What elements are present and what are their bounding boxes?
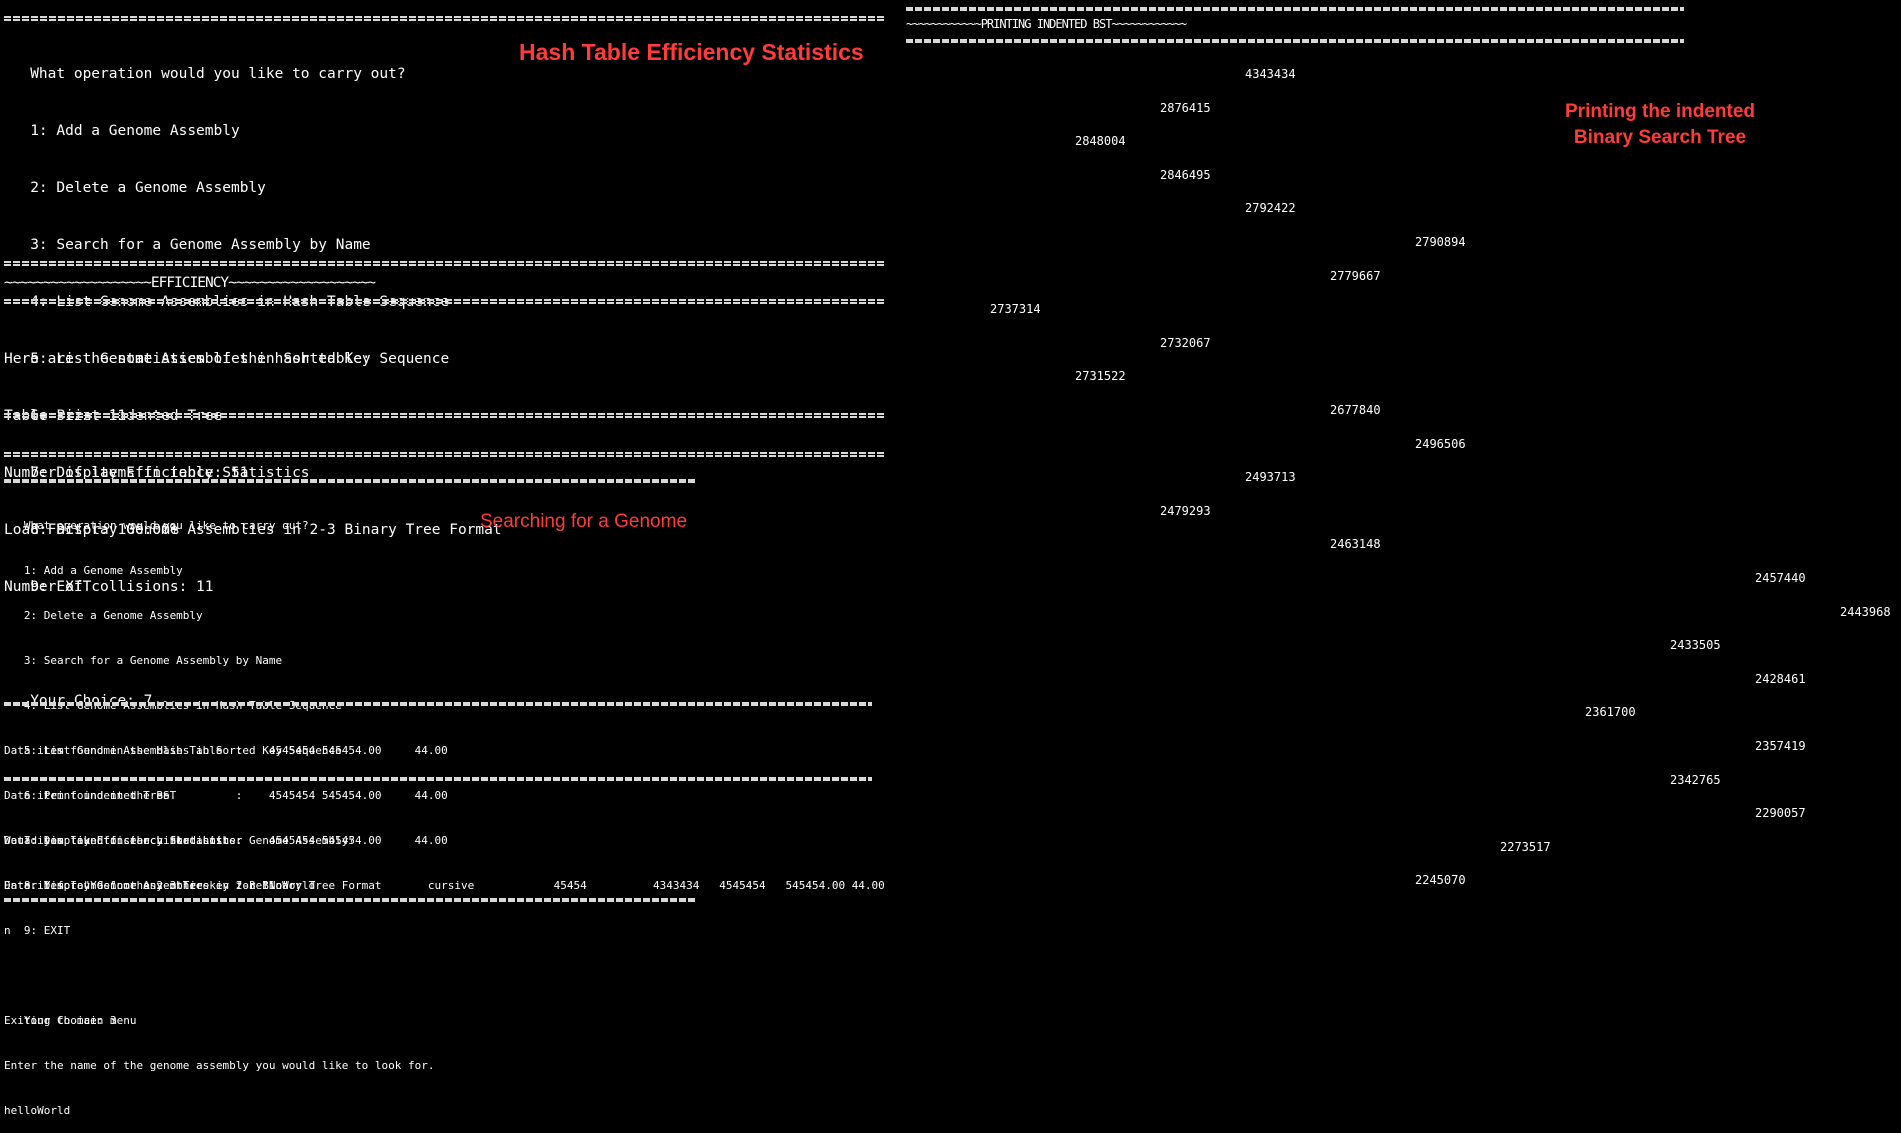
bst-header: ~~~~~~~~~~~~PRINTING INDENTED BST~~~~~~~… (906, 17, 1187, 31)
search-results: Data item found in the Hash Table : 4545… (4, 713, 885, 908)
bst-node: 2677840 (1330, 403, 1381, 417)
search-name-input[interactable]: helloWorld (4, 1104, 71, 1117)
bst-node: 2848004 (1075, 134, 1126, 149)
search-again-block: Would you like to search for another Gen… (4, 803, 355, 1043)
bst-node: 2361700 (1585, 705, 1636, 720)
annotation-bst: Printing the indented Binary Search Tree (1520, 99, 1800, 151)
separator-rule (4, 261, 884, 266)
stats-load-factor: Load Factor: 100.00% (4, 522, 179, 538)
menu-item-efficiency: 7: Display Efficiency Statistics (4, 465, 310, 481)
bst-node: 2463148 (1330, 537, 1381, 552)
menu-item-list-sorted: 5: List Genome Assemblies in Sorted Key … (4, 351, 450, 367)
stats-collisions: Number of collisions: 11 (4, 579, 214, 595)
menu-prompt: What operation would you like to carry o… (4, 66, 406, 82)
menu-item-list-sorted: 5: List Genome Assemblies in Sorted Key … (4, 744, 342, 757)
search-again-question: Would you like to search for another Gen… (4, 834, 355, 847)
efficiency-stats: Here are the statistics of the hash tabl… (4, 312, 371, 616)
separator-rule (4, 702, 872, 706)
search-again-answer[interactable]: n (4, 924, 11, 937)
menu-item-add: 1: Add a Genome Assembly (4, 123, 240, 139)
exit-message: Exiting to main menu (4, 1014, 137, 1027)
bst-node: 2479293 (1160, 503, 1211, 518)
separator-rule (906, 39, 1684, 43)
bst-node: 2357419 (1755, 739, 1806, 753)
bst-node: 2779667 (1330, 268, 1381, 283)
efficiency-header: ~~~~~~~~~~~~~~~~~~~EFFICIENCY~~~~~~~~~~~… (4, 275, 376, 291)
menu-prompt: What operation would you like to carry o… (4, 519, 309, 532)
separator-rule (4, 479, 696, 483)
separator-rule (4, 777, 872, 781)
menu-item-search: 3: Search for a Genome Assembly by Name (4, 654, 283, 667)
bst-node: 2428461 (1755, 671, 1806, 686)
bst-node: 2731522 (1075, 369, 1126, 384)
separator-rule (4, 413, 884, 418)
menu-item-print-tree: 6: Print indented Tree (4, 789, 170, 802)
annotation-searching: Searching for a Genome (480, 511, 688, 532)
result-linked-list: Data item found in the Linked List : 454… (4, 834, 448, 847)
result-bst: Data item found in the BST : 4545454 545… (4, 789, 448, 802)
menu-item-delete: 2: Delete a Genome Assembly (4, 180, 266, 196)
annotation-bst-line2: Binary Search Tree (1573, 127, 1747, 148)
menu-item-exit: 9: EXIT (4, 579, 92, 595)
annotation-bst-line1: Printing the indented (1565, 101, 1755, 122)
main-menu: What operation would you like to carry o… (4, 27, 502, 730)
bst-node: 2342765 (1670, 772, 1721, 787)
bst-node: 2493713 (1245, 470, 1296, 485)
menu-item-search: 3: Search for a Genome Assembly by Name (4, 237, 371, 253)
annotation-hash-stats: Hash Table Efficiency Statistics (519, 39, 864, 65)
stats-table-size: Table size: 11 (4, 408, 127, 424)
bst-node: 2245070 (1415, 873, 1466, 888)
menu-item-add: 1: Add a Genome Assembly (4, 564, 183, 577)
bst-node: 2457440 (1755, 571, 1806, 585)
menu-item-2-3-tree: 8: Display Genome Assemblies in 2-3 Bina… (4, 879, 382, 892)
separator-rule (4, 299, 884, 304)
bst-node: 2876415 (1160, 100, 1211, 115)
bst-node: 2433505 (1670, 638, 1721, 653)
separator-rule (906, 7, 1684, 11)
result-2-3-tree: Data item found in the 2-3 Tree : helloW… (4, 879, 885, 892)
search-again-instructions: Enter Y for "Yes" or any other key for "… (4, 879, 289, 892)
menu-item-2-3-tree: 8: Display Genome Assemblies in 2-3 Bina… (4, 522, 502, 538)
bst-node: 4343434 (1245, 67, 1296, 81)
separator-rule (4, 16, 884, 21)
menu-item-delete: 2: Delete a Genome Assembly (4, 609, 203, 622)
bst-node: 2496506 (1415, 436, 1466, 451)
bst-node: 2443968 (1840, 604, 1891, 619)
bst-node: 2846495 (1160, 167, 1211, 182)
bst-node: 2790894 (1415, 235, 1466, 249)
stats-item-count: Number of items in table: 51 (4, 465, 249, 481)
bst-node: 2737314 (990, 302, 1041, 317)
result-hash-table: Data item found in the Hash Table : 4545… (4, 744, 448, 757)
menu-item-efficiency: 7: Display Efficiency Statistics (4, 834, 236, 847)
bst-node: 2792422 (1245, 201, 1296, 216)
bst-node: 2732067 (1160, 335, 1211, 350)
separator-rule (4, 898, 696, 902)
search-name-prompt: Enter the name of the genome assembly yo… (4, 1059, 435, 1072)
bst-node: 2290057 (1755, 806, 1806, 821)
separator-rule (4, 452, 884, 457)
stats-intro: Here are the statistics of the hash tabl… (4, 351, 371, 367)
bst-node: 2273517 (1500, 839, 1551, 854)
